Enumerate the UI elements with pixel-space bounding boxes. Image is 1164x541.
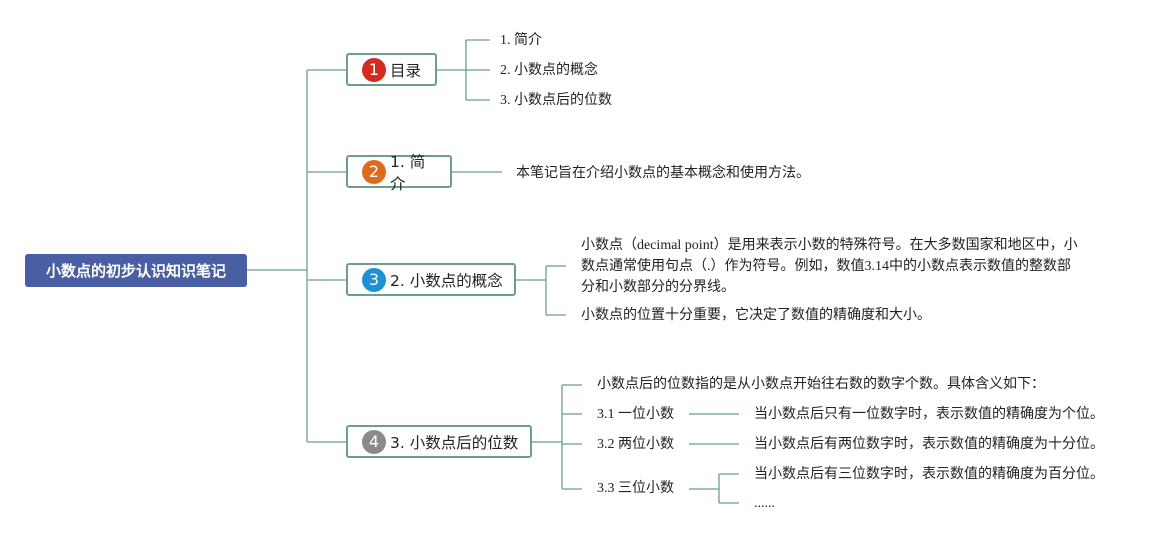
root-topic[interactable]: 小数点的初步认识知识笔记 xyxy=(25,254,247,287)
toc-item-2[interactable]: 2. 小数点的概念 xyxy=(500,63,598,78)
branch-label: 目录 xyxy=(390,61,422,80)
decimal-places-intro[interactable]: 小数点后的位数指的是从小数点开始往右数的数字个数。具体含义如下： xyxy=(597,377,1045,392)
toc-item-1[interactable]: 1. 简介 xyxy=(500,33,542,48)
branch-label: 2. 小数点的概念 xyxy=(390,271,503,290)
number-badge-4: 4 xyxy=(362,429,386,454)
sub-topic-ellipsis[interactable]: ...... xyxy=(754,496,775,511)
branch-toc[interactable]: 1 目录 xyxy=(346,53,437,86)
number-badge-1: 1 xyxy=(362,57,386,82)
branch-label: 3. 小数点后的位数 xyxy=(390,433,519,452)
toc-item-3[interactable]: 3. 小数点后的位数 xyxy=(500,93,612,108)
sub-topic-three-places[interactable]: 3.3 三位小数 xyxy=(597,481,674,496)
sub-topic-detail[interactable]: 当小数点后有两位数字时，表示数值的精确度为十分位。 xyxy=(754,437,1104,452)
branch-intro[interactable]: 2 1. 简介 xyxy=(346,153,452,193)
branch-label: 1. 简介 xyxy=(390,152,426,193)
branch-decimal-places[interactable]: 4 3. 小数点后的位数 xyxy=(346,425,532,458)
sub-topic-one-place[interactable]: 3.1 一位小数 xyxy=(597,407,674,422)
concept-paragraph-2[interactable]: 小数点的位置十分重要，它决定了数值的精确度和大小。 xyxy=(581,308,931,323)
intro-text[interactable]: 本笔记旨在介绍小数点的基本概念和使用方法。 xyxy=(516,166,810,181)
sub-topic-detail[interactable]: 当小数点后只有一位数字时，表示数值的精确度为个位。 xyxy=(754,407,1104,422)
concept-paragraph-1[interactable]: 小数点（decimal point）是用来表示小数的特殊符号。在大多数国家和地区… xyxy=(581,238,1078,295)
branch-concept[interactable]: 3 2. 小数点的概念 xyxy=(346,263,516,296)
number-badge-2: 2 xyxy=(362,159,386,184)
sub-topic-two-places[interactable]: 3.2 两位小数 xyxy=(597,437,674,452)
sub-topic-detail[interactable]: 当小数点后有三位数字时，表示数值的精确度为百分位。 xyxy=(754,467,1104,482)
root-title: 小数点的初步认识知识笔记 xyxy=(45,262,226,280)
number-badge-3: 3 xyxy=(362,267,386,292)
